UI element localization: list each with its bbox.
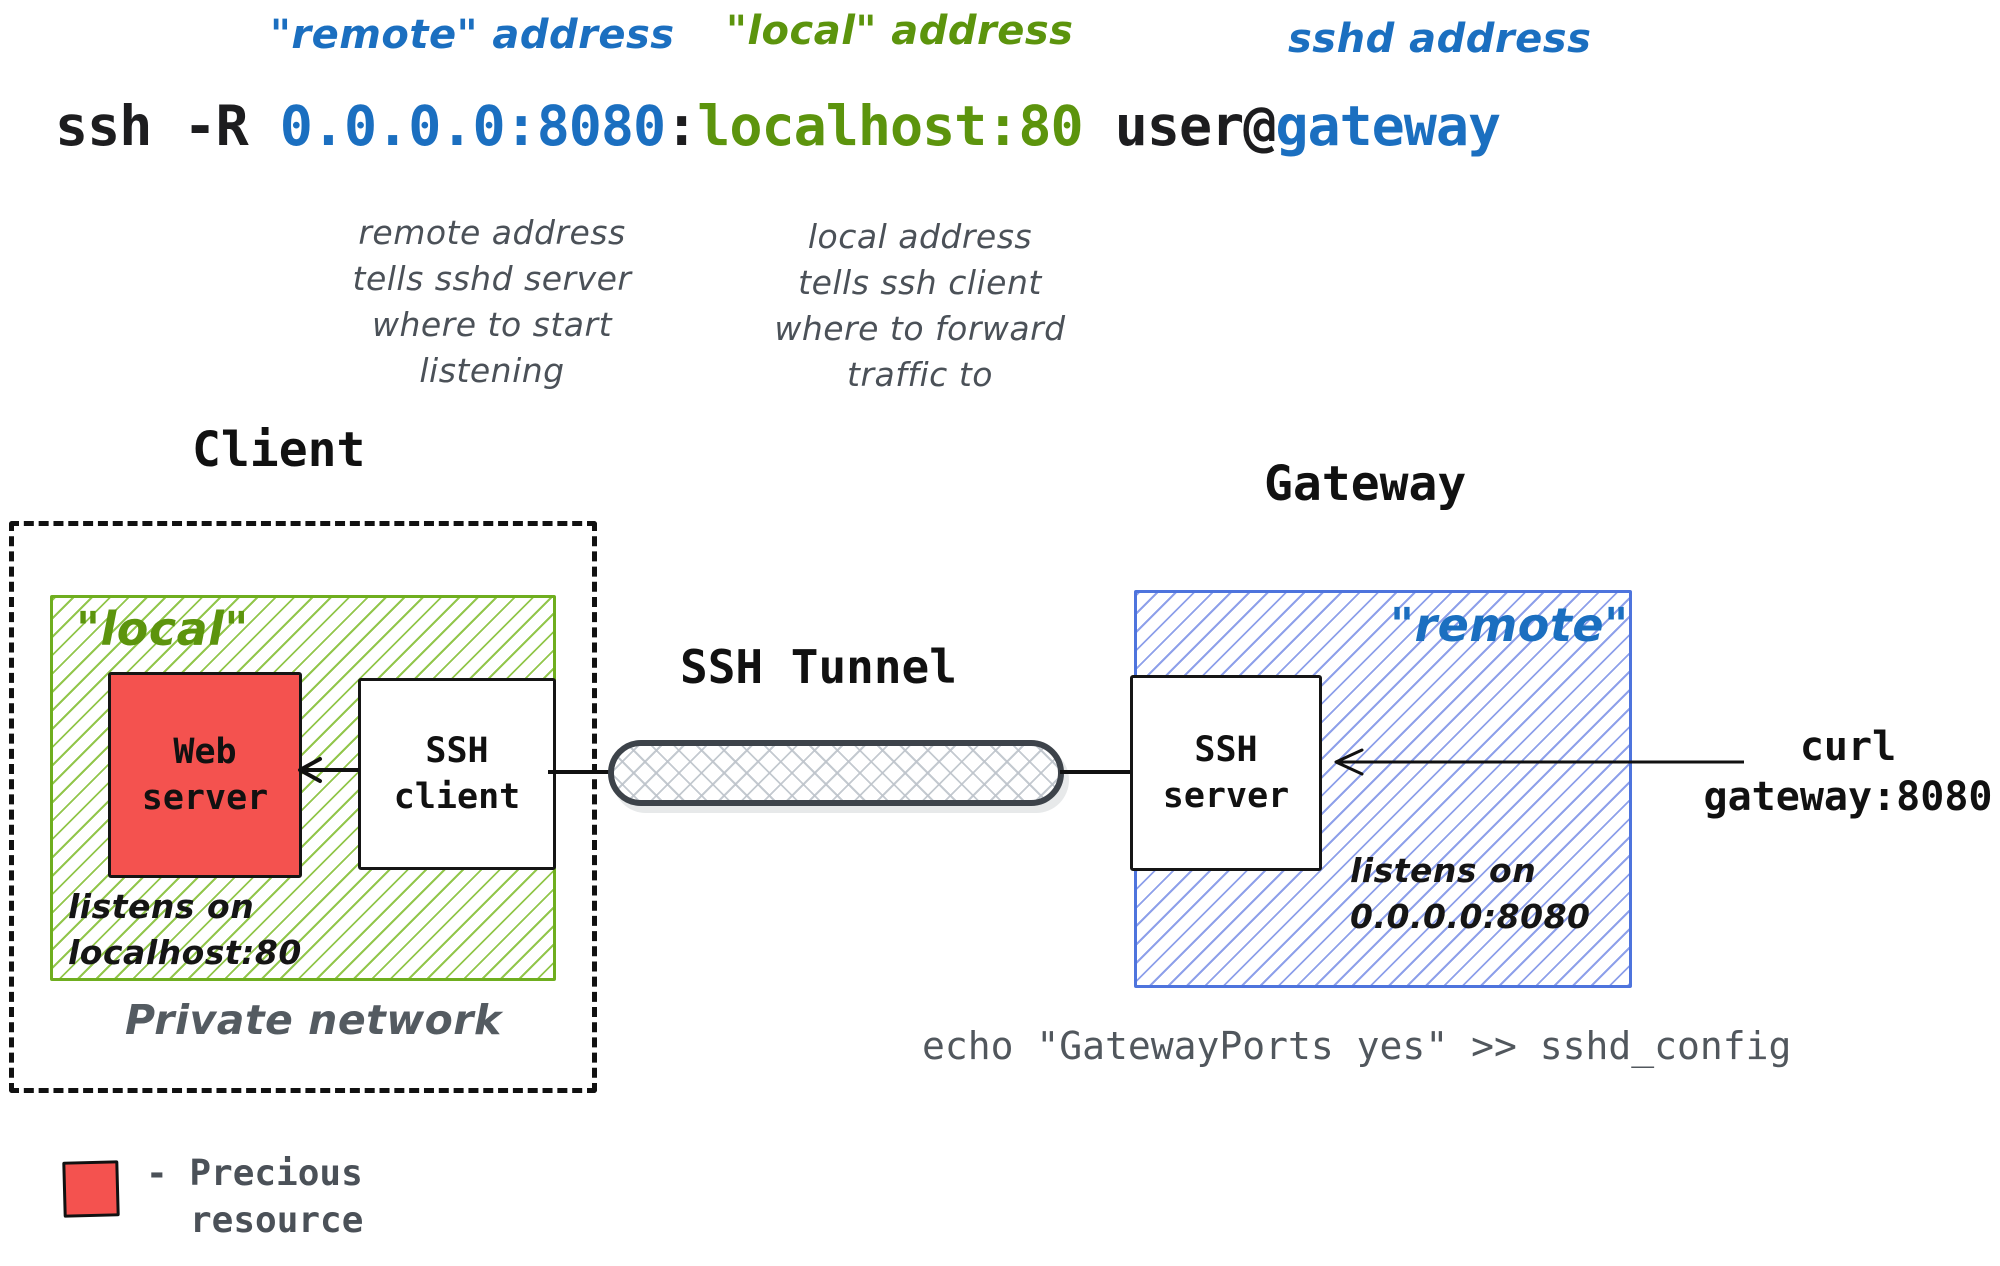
local-address-annotation: local address tells ssh client where to … bbox=[710, 214, 1130, 398]
annotation-line: tells ssh client bbox=[798, 263, 1042, 302]
command-separator: : bbox=[665, 94, 698, 158]
ssh-command: ssh -R 0.0.0.0:8080:localhost:80 user@ga… bbox=[55, 94, 1501, 158]
wire-client-to-tunnel bbox=[548, 770, 610, 774]
local-address-label: "local" address bbox=[726, 8, 1074, 54]
gateway-title: Gateway bbox=[1264, 456, 1467, 512]
annotation-line: listening bbox=[419, 351, 565, 390]
remote-address-label: "remote" address bbox=[270, 12, 675, 58]
web-server-label-line: server bbox=[141, 778, 269, 818]
ssh-client-label-line: client bbox=[393, 777, 521, 817]
command-gateway-host: gateway bbox=[1275, 94, 1501, 158]
annotation-line: remote address bbox=[358, 213, 626, 252]
command-ssh-flag: ssh -R bbox=[55, 94, 280, 158]
private-network-label: Private network bbox=[125, 996, 502, 1044]
wire-tunnel-to-server bbox=[1060, 770, 1138, 774]
annotation-line: where to start bbox=[371, 305, 613, 344]
ssh-server-node: SSH server bbox=[1130, 675, 1322, 871]
arrow-curl-to-ssh-server bbox=[1334, 748, 1744, 776]
annotation-line: where to forward bbox=[774, 309, 1066, 348]
annotation-line: local address bbox=[807, 217, 1033, 256]
listens-line: listens on bbox=[1350, 851, 1537, 890]
gateway-listens-note: listens on 0.0.0.0:8080 bbox=[1350, 848, 1591, 940]
client-title: Client bbox=[192, 422, 366, 478]
client-listens-note: listens on localhost:80 bbox=[68, 884, 302, 976]
legend-line: - Precious bbox=[146, 1153, 363, 1194]
listens-line: localhost:80 bbox=[68, 933, 302, 972]
curl-command: curl gateway:8080 bbox=[1700, 722, 1996, 822]
ssh-client-node: SSH client bbox=[358, 678, 556, 870]
sshd-config-note: echo "GatewayPorts yes" >> sshd_config bbox=[922, 1024, 1792, 1068]
listens-line: listens on bbox=[68, 887, 255, 926]
command-user: user@ bbox=[1082, 94, 1277, 158]
client-local-network-box bbox=[50, 595, 556, 981]
curl-line: gateway:8080 bbox=[1703, 774, 1993, 820]
command-local-address: localhost:80 bbox=[697, 94, 1083, 158]
arrow-ssh-client-to-web-server bbox=[298, 757, 360, 783]
sshd-address-label: sshd address bbox=[1288, 16, 1592, 62]
local-network-label: "local" bbox=[76, 602, 249, 656]
listens-line: 0.0.0.0:8080 bbox=[1350, 897, 1591, 936]
ssh-tunnel-label: SSH Tunnel bbox=[680, 640, 957, 694]
ssh-tunnel-pill bbox=[608, 740, 1064, 806]
web-server-label-line: Web bbox=[173, 732, 237, 772]
annotation-line: tells sshd server bbox=[352, 259, 632, 298]
ssh-client-label-line: SSH bbox=[425, 731, 489, 771]
ssh-server-label-line: SSH bbox=[1194, 730, 1258, 770]
remote-network-label: "remote" bbox=[1390, 598, 1629, 652]
web-server-node: Web server bbox=[108, 672, 302, 878]
client-private-network-box bbox=[9, 521, 597, 1093]
ssh-server-label-line: server bbox=[1162, 776, 1290, 816]
legend-line: resource bbox=[190, 1200, 364, 1241]
command-remote-address: 0.0.0.0:8080 bbox=[279, 94, 666, 158]
curl-line: curl bbox=[1799, 724, 1897, 770]
legend-precious-swatch bbox=[62, 1160, 120, 1218]
remote-address-annotation: remote address tells sshd server where t… bbox=[282, 210, 702, 394]
legend-text: - Precious resource bbox=[146, 1150, 363, 1244]
annotation-line: traffic to bbox=[847, 355, 993, 394]
